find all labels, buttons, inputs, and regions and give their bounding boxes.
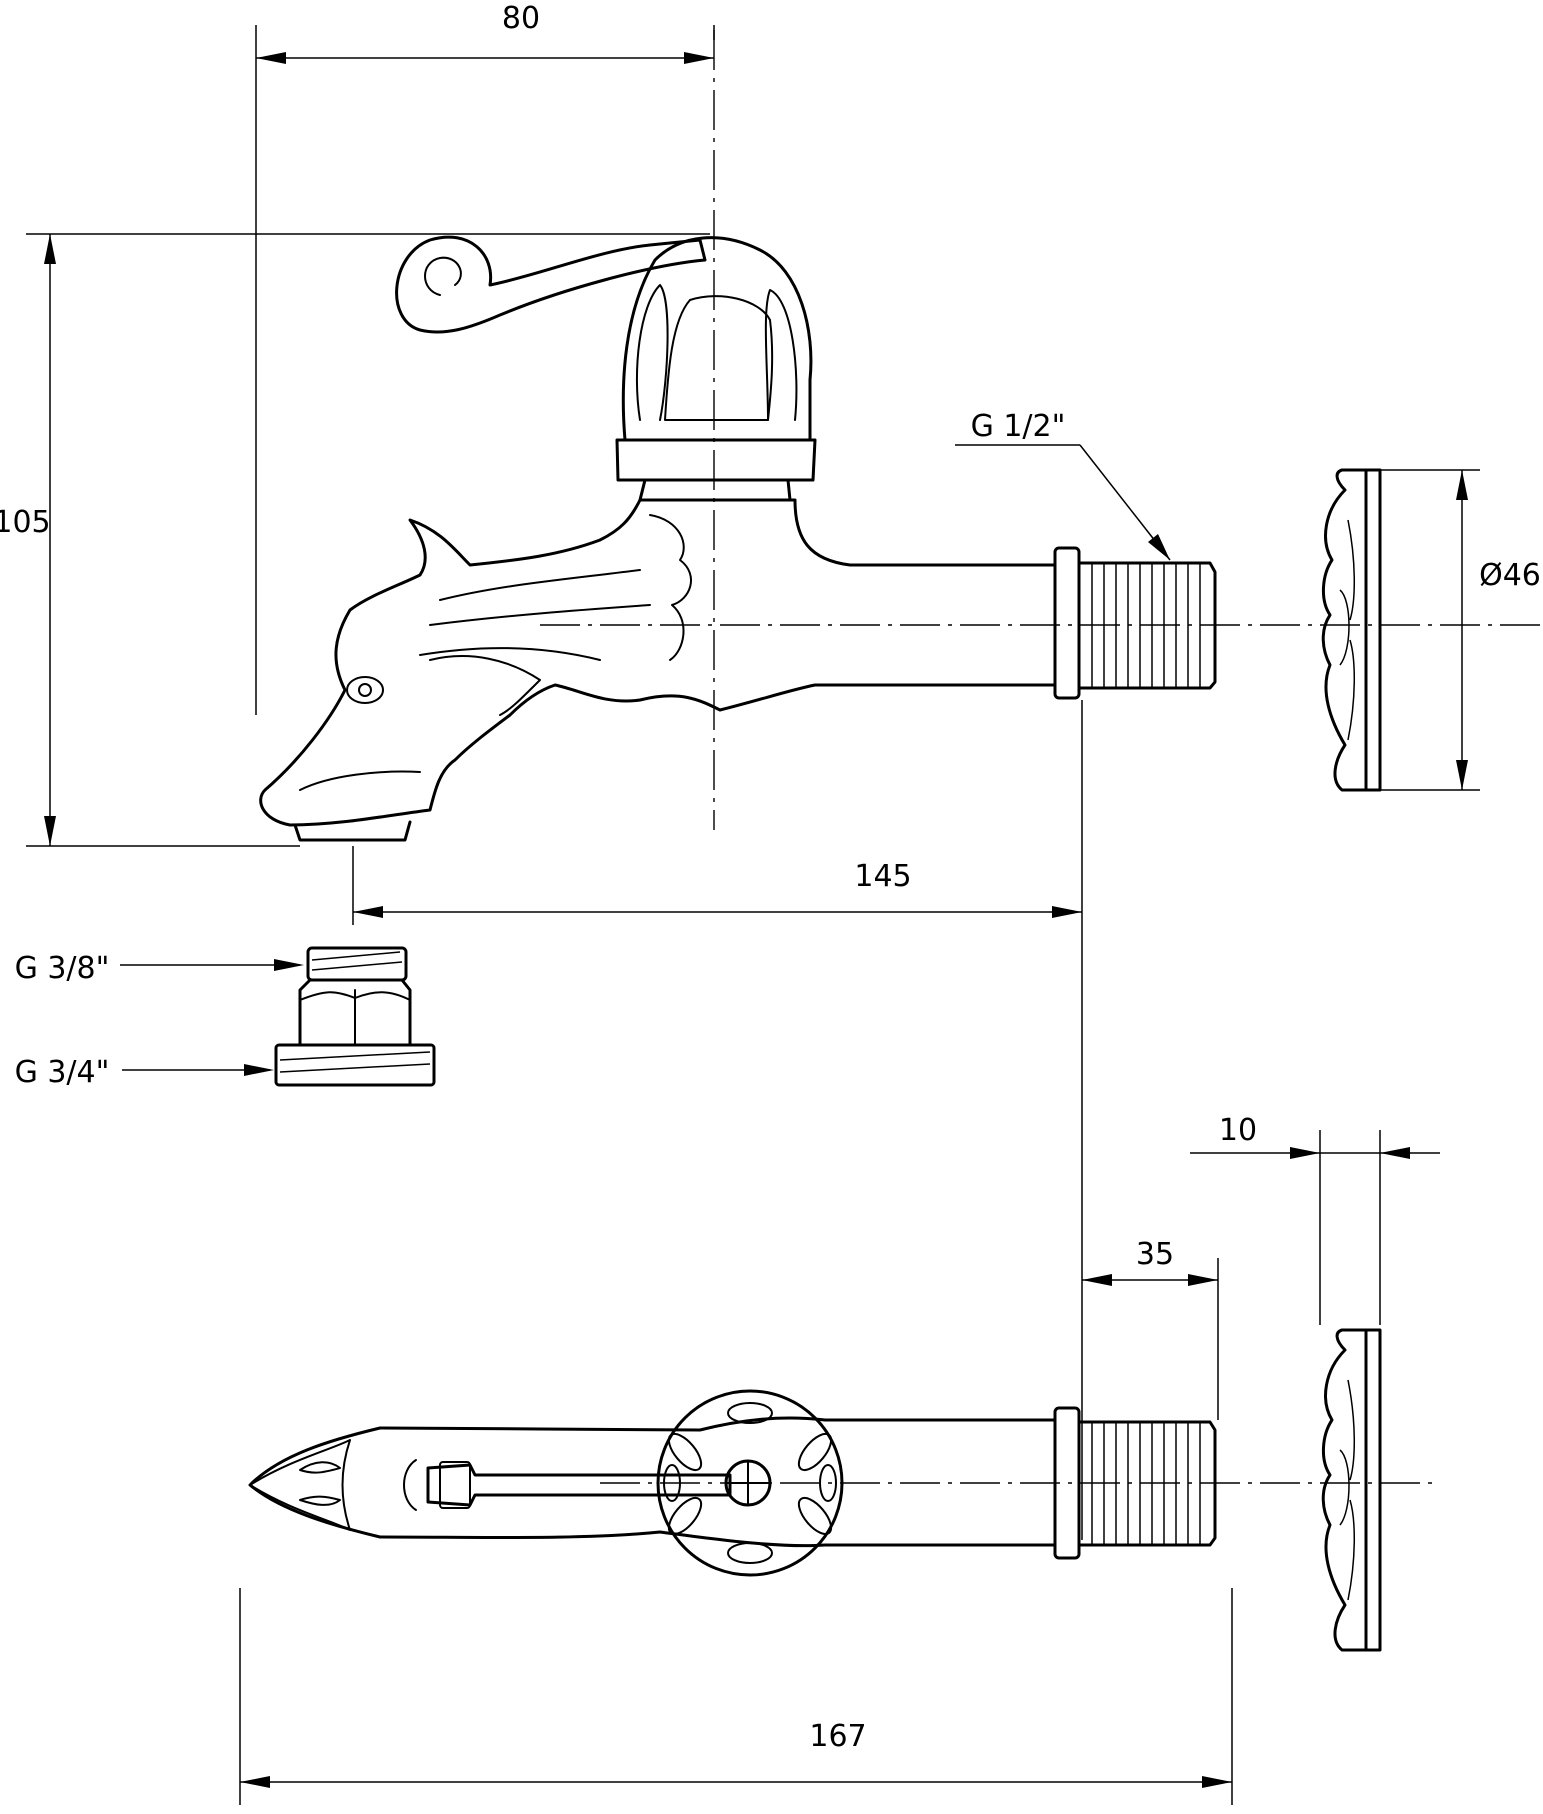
dim-width-80: 80 xyxy=(255,1,715,715)
bonnet-collar xyxy=(615,438,817,482)
adapter-small-label: G 3/8" xyxy=(15,951,110,986)
diameter-label: Ø46 xyxy=(1479,558,1541,593)
dolphin-eye-pupil xyxy=(358,683,372,697)
lever-handle xyxy=(395,235,707,334)
top-view-spout xyxy=(248,1416,1057,1548)
valve-bonnet xyxy=(621,236,813,442)
faucet-side-view xyxy=(259,30,1540,842)
bonnet-lower-ring xyxy=(638,478,792,502)
top-view-lever xyxy=(426,1463,732,1507)
dim-reach-145: 145 xyxy=(352,700,1083,1540)
top-view-nostril-upper xyxy=(299,1461,341,1474)
wall-rosette-side xyxy=(1321,468,1382,792)
dim-105-label: 105 xyxy=(0,505,51,540)
dim-height-105: 105 xyxy=(0,233,710,847)
outlet-nozzle xyxy=(293,820,412,842)
dim-10-label: 10 xyxy=(1219,1113,1257,1148)
top-view-handle-disc xyxy=(656,1389,844,1577)
dim-thread-35: 35 xyxy=(1082,1237,1219,1420)
bonnet-flute-right xyxy=(764,289,798,421)
bonnet-flute-center xyxy=(664,295,774,421)
dim-145-label: 145 xyxy=(854,859,911,894)
dolphin-gill-line xyxy=(429,655,541,716)
adapter-large-label: G 3/4" xyxy=(15,1055,110,1090)
faucet-top-view xyxy=(248,1328,1435,1652)
adapter-large-thread xyxy=(274,1043,436,1087)
leader-adapter-large: G 3/4" xyxy=(15,1055,274,1090)
inlet-thread-hatching xyxy=(1091,563,1201,688)
inlet-thread-label: G 1/2" xyxy=(971,409,1066,444)
dolphin-fin-detail xyxy=(649,514,692,661)
dolphin-scale-line-3 xyxy=(419,647,601,661)
thread-adapter xyxy=(274,946,436,1087)
dim-35-label: 35 xyxy=(1136,1237,1174,1272)
leader-inlet-thread: G 1/2" xyxy=(955,409,1171,561)
dim-167-label: 167 xyxy=(809,1719,866,1754)
lever-loop-inner xyxy=(424,256,462,296)
top-view-handle-petals xyxy=(663,1402,837,1564)
dolphin-mouth-line xyxy=(299,770,421,791)
top-view-rosette-petals xyxy=(1339,1379,1356,1601)
bonnet-flute-left xyxy=(635,284,669,421)
top-view-thread xyxy=(1077,1420,1217,1547)
inlet-flange-ring xyxy=(1053,546,1081,700)
dolphin-spout-body xyxy=(259,498,1057,827)
adapter-hex-chamfer xyxy=(299,991,411,1001)
dim-flange-10: 10 xyxy=(1190,1113,1440,1325)
dim-overall-167: 167 xyxy=(239,1588,1233,1805)
leader-adapter-small: G 3/8" xyxy=(15,951,304,986)
dim-diameter-46: Ø46 xyxy=(1380,469,1541,791)
dim-80-label: 80 xyxy=(502,1,540,36)
top-view-thread-hatching xyxy=(1091,1422,1201,1545)
top-view-nostril-lower xyxy=(299,1495,341,1506)
top-view-lever-knob xyxy=(439,1461,471,1509)
dolphin-eye xyxy=(346,676,384,704)
top-view-wall-rosette xyxy=(1321,1328,1382,1652)
dolphin-scale-line-2 xyxy=(429,604,651,626)
inlet-thread xyxy=(1077,561,1217,690)
rosette-petal-detail xyxy=(1339,519,1356,741)
top-view-bracket xyxy=(403,1459,417,1511)
dolphin-scale-line-1 xyxy=(439,569,641,601)
top-view-spout-tip xyxy=(249,1439,351,1531)
